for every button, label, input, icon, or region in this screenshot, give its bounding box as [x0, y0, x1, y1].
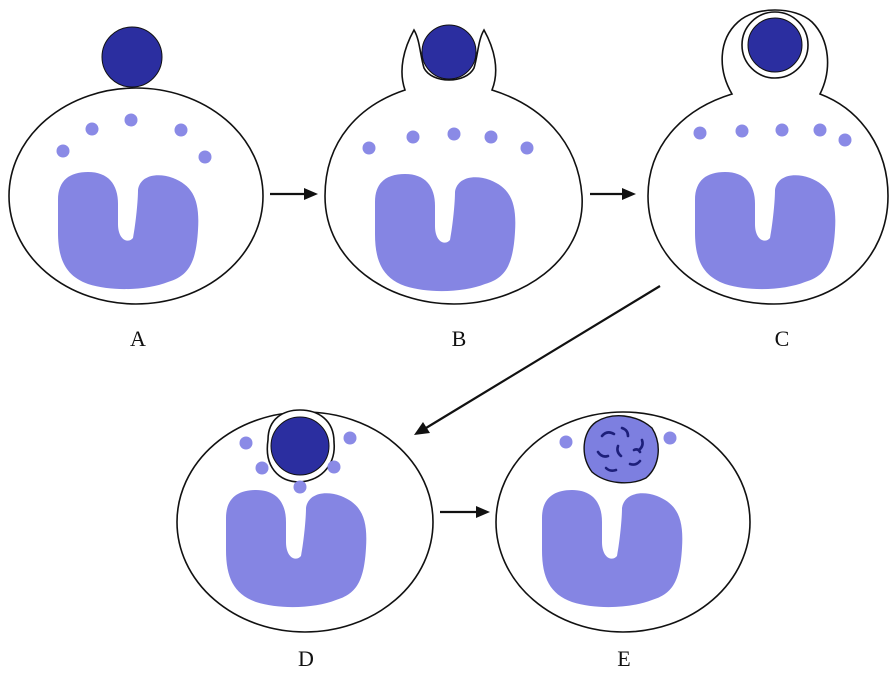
cytoplasmic-granules [559, 431, 677, 449]
granule [56, 144, 70, 158]
fragment [616, 444, 623, 458]
granule [198, 150, 212, 164]
digested-bacterium-fragments [596, 426, 644, 472]
granule [559, 435, 573, 449]
granule [813, 123, 827, 137]
granule [838, 133, 852, 147]
stage-a [8, 26, 264, 305]
arrow-a-to-b [270, 188, 318, 200]
stage-label-c: C [775, 326, 790, 351]
granule [447, 127, 461, 141]
cytoplasmic-granules [239, 431, 357, 494]
phagolysosome [583, 415, 659, 484]
granule [693, 126, 707, 140]
arrow-b-to-c [590, 188, 636, 200]
granule [85, 122, 99, 136]
granule [362, 141, 376, 155]
stage-label-b: B [452, 326, 467, 351]
stage-label-e: E [617, 646, 630, 671]
granule [484, 130, 498, 144]
granule [406, 130, 420, 144]
stage-c [647, 9, 889, 305]
cytoplasmic-granules [693, 123, 852, 147]
granule [174, 123, 188, 137]
fragment [637, 438, 644, 452]
bacterium-particle [747, 17, 803, 73]
granule-fusing [293, 480, 307, 494]
stage-e [495, 411, 751, 633]
fragment [620, 426, 630, 438]
stage-b [324, 24, 583, 305]
stage-label-a: A [130, 326, 146, 351]
fragment [600, 431, 616, 438]
bacterium-particle [270, 416, 330, 476]
fragment [628, 459, 642, 466]
granule [343, 431, 357, 445]
granule [520, 141, 534, 155]
granule [124, 113, 138, 127]
fragment [596, 450, 610, 458]
granule [775, 123, 789, 137]
arrow-c-to-d [414, 285, 661, 435]
stage-label-d: D [298, 646, 314, 671]
bacterium-particle [421, 24, 477, 80]
fragment [632, 448, 642, 454]
granule [663, 431, 677, 445]
bacterium-particle [101, 26, 163, 88]
fragment [604, 466, 618, 472]
stage-d [176, 409, 434, 633]
cytoplasmic-granules [56, 113, 212, 164]
granule-fusing [327, 460, 341, 474]
granule [239, 436, 253, 450]
granule [735, 124, 749, 138]
cytoplasmic-granules [362, 127, 534, 155]
arrow-d-to-e [440, 506, 490, 518]
granule-fusing [255, 461, 269, 475]
